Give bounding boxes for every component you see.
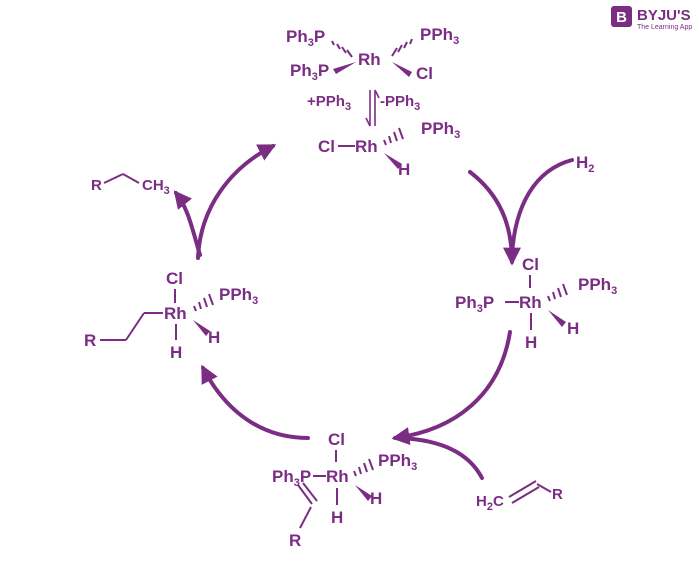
arrow-right-bottom	[391, 330, 512, 446]
label-pph3-bottom: PPh3	[378, 451, 417, 473]
label-h-left-wedge: H	[208, 328, 220, 347]
arrow-alkene-feed	[398, 436, 484, 480]
wedge-bond-left	[193, 320, 210, 336]
equilibrium-arrows	[365, 89, 380, 127]
label-pph3-right: PPh3	[578, 275, 617, 297]
label-ph3p-2: Ph3P	[290, 61, 329, 83]
label-pph3-2: PPh3	[421, 119, 460, 141]
wedge-bond-right	[548, 310, 566, 327]
label-ch3-product: CH3	[142, 177, 170, 197]
label-h2c: H2C	[476, 493, 504, 513]
label-plus-pph3: +PPh3	[307, 93, 351, 113]
ligand-equilibrium: +PPh3 -PPh3	[307, 89, 420, 127]
label-cl-bottom: Cl	[328, 430, 345, 449]
wedge-bond-top-right	[392, 62, 412, 77]
wedge-bond-top-left	[333, 62, 356, 74]
label-cl-right: Cl	[522, 255, 539, 274]
label-h-2: H	[398, 160, 410, 179]
label-r-alkene: R	[552, 486, 563, 503]
complex-three-coordinate: PPh3 Cl Rh H	[318, 119, 460, 179]
arrow-top-right	[468, 170, 521, 266]
arrow-bottom-left	[201, 364, 310, 440]
brand-logo: B BYJU'S The Learning App	[611, 6, 692, 31]
top-complex: Ph3P PPh3 Rh Ph3P Cl	[286, 25, 459, 83]
label-rh-right: Rh	[519, 293, 542, 312]
label-r-left: R	[84, 331, 96, 350]
label-ph3p-right: Ph3P	[455, 293, 494, 315]
label-pph3-left: PPh3	[219, 285, 258, 307]
brand-tagline: The Learning App	[637, 24, 692, 31]
label-minus-pph3: -PPh3	[380, 93, 420, 113]
hashed-bond-right	[547, 283, 568, 302]
label-ph3p-1: Ph3P	[286, 27, 325, 49]
hashed-bond-left	[193, 293, 214, 312]
logo-letter: B	[616, 9, 627, 26]
label-h2: H2	[576, 153, 594, 175]
alkene-bonds	[508, 480, 552, 504]
label-cl-top: Cl	[416, 64, 433, 83]
label-cl-left: Cl	[166, 269, 183, 288]
label-rh-bottom: Rh	[326, 467, 349, 486]
wedge-bond-bottom	[355, 485, 372, 501]
hashed-bond-2	[383, 127, 404, 146]
arrow-product-release	[173, 190, 202, 257]
wedge-bond-2	[384, 153, 402, 169]
dihydride-complex: Cl PPh3 Ph3P Rh H H	[455, 255, 617, 352]
coordinated-alkene-bonds	[297, 482, 318, 529]
alkane-product: R CH3	[91, 173, 170, 197]
logo-badge	[611, 6, 632, 27]
product-bonds	[103, 173, 140, 184]
label-h-bottom: H	[331, 508, 343, 527]
arrow-left-top	[196, 144, 277, 260]
label-cl-2: Cl	[318, 137, 335, 156]
brand-name: BYJU'S	[637, 7, 691, 24]
label-rh-2: Rh	[355, 137, 378, 156]
label-h-left: H	[170, 343, 182, 362]
label-rh-left: Rh	[164, 304, 187, 323]
alkyl-hydride-complex: Cl PPh3 Rh H H R	[84, 269, 258, 362]
alkene-complex: Cl PPh3 Ph3P Rh H H R	[272, 430, 417, 550]
label-r-product: R	[91, 177, 102, 194]
alkene-substrate: H2C R	[476, 480, 563, 513]
hashed-bond-bottom	[353, 458, 374, 477]
label-h-bottom-wedge: H	[370, 489, 382, 508]
arrow-h2-feed	[510, 158, 574, 257]
label-pph3-1: PPh3	[420, 25, 459, 47]
label-h-right: H	[525, 333, 537, 352]
label-h-right-wedge: H	[567, 319, 579, 338]
alkyl-chain-bonds	[100, 312, 163, 341]
label-r-bottom: R	[289, 531, 301, 550]
label-ph3p-bottom: Ph3P	[272, 467, 311, 489]
label-rh-top: Rh	[358, 50, 381, 69]
hashed-bonds-top	[331, 38, 413, 58]
cycle-arrows	[173, 144, 574, 480]
